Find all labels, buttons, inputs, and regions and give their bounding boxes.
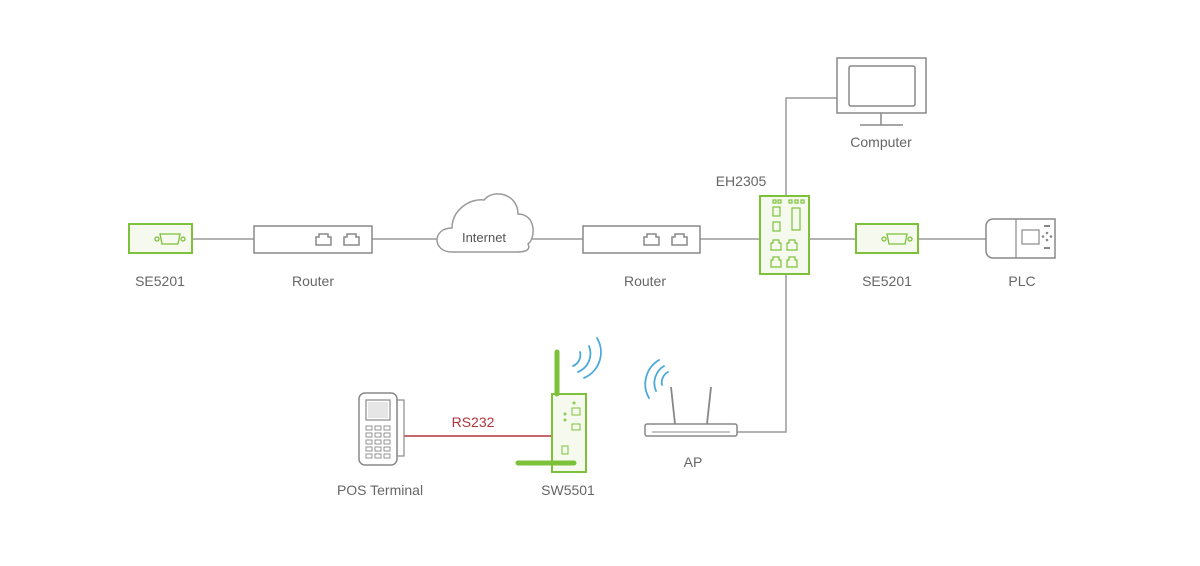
wifi-waves-icon bbox=[572, 337, 602, 379]
router-right-device[interactable] bbox=[582, 225, 701, 254]
computer-label: Computer bbox=[850, 134, 912, 150]
connection-lines bbox=[192, 97, 986, 433]
pos-terminal-device[interactable] bbox=[358, 392, 405, 466]
plc-keypad bbox=[1041, 225, 1053, 249]
ethernet-port-icon bbox=[671, 233, 688, 246]
sw5501-label: SW5501 bbox=[541, 482, 595, 498]
eh2305-indicators bbox=[770, 199, 805, 268]
link-eh2305-ap bbox=[737, 274, 787, 433]
pos-keypad bbox=[365, 425, 391, 459]
ap-label: AP bbox=[683, 454, 703, 470]
serial-db9-icon bbox=[881, 233, 913, 245]
ethernet-port-icon bbox=[643, 233, 660, 246]
ethernet-port-icon bbox=[315, 233, 332, 246]
se5201-left-device[interactable] bbox=[128, 223, 193, 254]
cloud-icon bbox=[436, 193, 534, 253]
eh2305-label: EH2305 bbox=[715, 173, 767, 189]
sw5501-device[interactable] bbox=[515, 337, 602, 473]
internet-label: Internet bbox=[461, 230, 507, 245]
sw5501-ports bbox=[561, 401, 581, 455]
plc-label: PLC bbox=[1008, 273, 1036, 289]
link-eh2305-computer bbox=[785, 97, 837, 196]
router-left-device[interactable] bbox=[253, 225, 373, 254]
se5201-left-label: SE5201 bbox=[135, 273, 185, 289]
se5201-right-device[interactable] bbox=[855, 223, 919, 254]
monitor-icon bbox=[836, 57, 927, 126]
internet-cloud bbox=[436, 193, 534, 253]
computer-device[interactable] bbox=[836, 57, 927, 126]
plc-device[interactable] bbox=[985, 218, 1056, 259]
eh2305-device[interactable] bbox=[759, 195, 810, 275]
serial-db9-icon bbox=[154, 233, 186, 245]
ethernet-port-icon bbox=[343, 233, 360, 246]
rs232-label: RS232 bbox=[451, 414, 495, 430]
ap-device[interactable] bbox=[644, 359, 738, 437]
router-left-label: Router bbox=[291, 273, 335, 289]
pos-terminal-label: POS Terminal bbox=[336, 482, 424, 498]
se5201-right-label: SE5201 bbox=[862, 273, 912, 289]
wifi-waves-icon bbox=[644, 359, 669, 399]
router-right-label: Router bbox=[623, 273, 667, 289]
